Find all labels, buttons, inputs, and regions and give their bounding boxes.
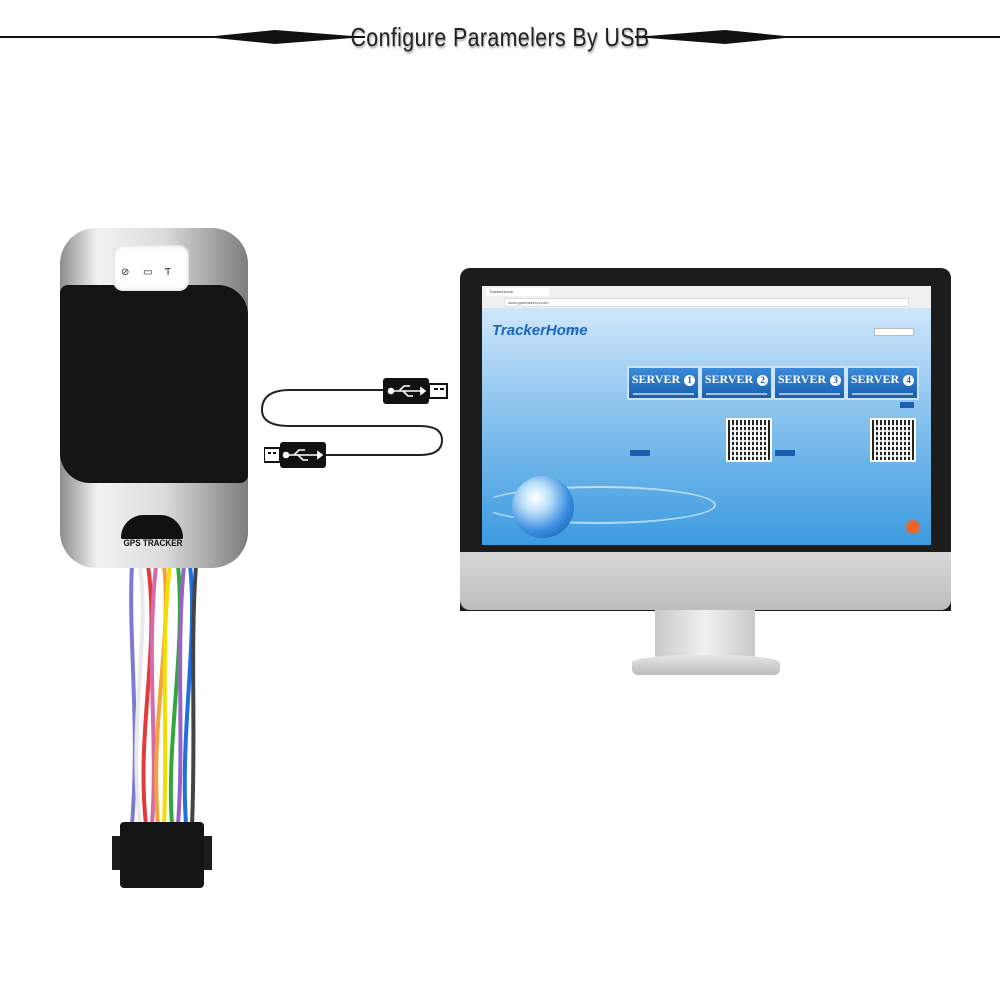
server-number: 3 bbox=[830, 375, 842, 386]
qr-code-icon bbox=[726, 418, 772, 462]
download-button-left[interactable] bbox=[630, 450, 650, 456]
badge-icon bbox=[906, 520, 920, 534]
gps-tracker-indicator-window: ⊘ ▭ Ƭ bbox=[113, 245, 189, 291]
server-button-4[interactable]: SERVER 4 bbox=[846, 366, 919, 400]
server-label: SERVER bbox=[850, 372, 900, 386]
page-title: Configure Paramelers By USB bbox=[350, 22, 650, 52]
server-button-1[interactable]: SERVER 1 bbox=[627, 366, 700, 400]
tracker-logo-emblem bbox=[121, 515, 183, 539]
globe-orbit bbox=[482, 486, 716, 524]
title-decoration bbox=[0, 30, 1000, 44]
tracker-label: GPS TRACKER bbox=[123, 538, 183, 548]
language-select[interactable] bbox=[874, 328, 914, 336]
server-label: SERVER bbox=[704, 372, 754, 386]
server-button-3[interactable]: SERVER 3 bbox=[773, 366, 846, 400]
server-label: SERVER bbox=[777, 372, 827, 386]
usb-symbol-icon bbox=[387, 385, 427, 397]
usb-plug-bottom bbox=[263, 442, 326, 468]
server-sublabel bbox=[706, 393, 767, 395]
server-sublabel bbox=[852, 393, 913, 395]
monitor-stand-neck bbox=[655, 610, 755, 658]
usb-symbol-icon bbox=[282, 449, 324, 461]
monitor-stand-base bbox=[632, 655, 780, 675]
qr-code-icon bbox=[870, 418, 916, 462]
search-button[interactable] bbox=[900, 402, 914, 408]
gps-tracker-band bbox=[60, 285, 248, 483]
browser-address-bar[interactable]: www.gpstrackerxy.com bbox=[504, 298, 909, 307]
usb-plug-top bbox=[383, 378, 448, 404]
download-button-right[interactable] bbox=[775, 450, 795, 456]
brand-logo: TrackerHome bbox=[492, 322, 588, 339]
browser-tab[interactable]: TrackerHome bbox=[486, 288, 549, 296]
battery-icon: ▭ bbox=[143, 267, 153, 278]
usb-plug-icon bbox=[383, 378, 448, 404]
monitor-screen: TrackerHome www.gpstrackerxy.com Tracker… bbox=[482, 286, 931, 545]
satellite-icon: ⊘ bbox=[121, 267, 130, 278]
monitor-chin bbox=[460, 552, 951, 610]
server-sublabel bbox=[633, 393, 694, 395]
browser-toolbar: TrackerHome www.gpstrackerxy.com bbox=[482, 286, 931, 309]
server-sublabel bbox=[779, 393, 840, 395]
globe-icon bbox=[512, 476, 574, 538]
server-label: SERVER bbox=[631, 372, 681, 386]
server-number: 2 bbox=[757, 375, 769, 386]
signal-icon: Ƭ bbox=[165, 267, 172, 278]
server-number: 1 bbox=[684, 375, 696, 386]
server-button-2[interactable]: SERVER 2 bbox=[700, 366, 773, 400]
wire-connector bbox=[120, 822, 204, 888]
brand-version: V3.0 bbox=[566, 328, 579, 334]
usb-plug-icon bbox=[263, 442, 326, 468]
server-number: 4 bbox=[903, 375, 915, 386]
